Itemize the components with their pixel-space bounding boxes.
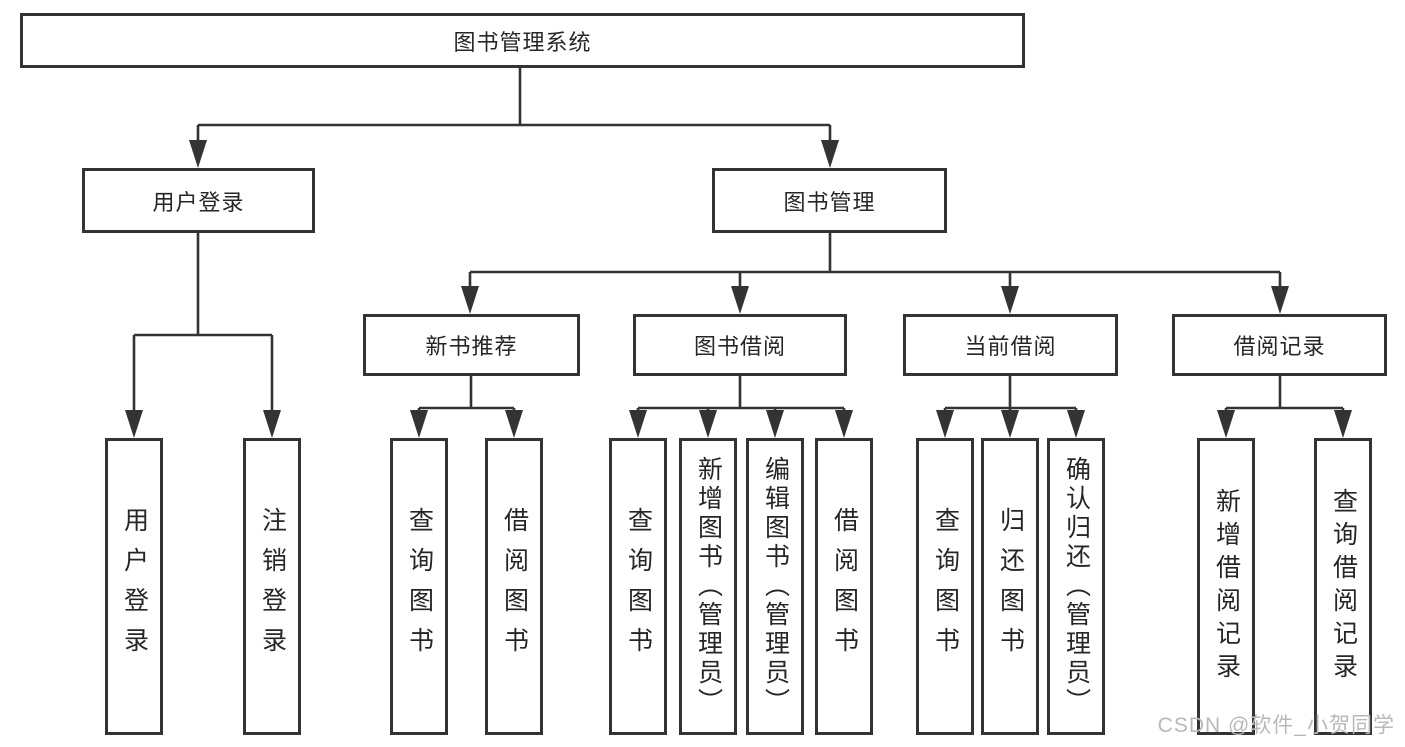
- leaf-label: 编辑图书（管理员）: [761, 456, 790, 717]
- arrowhead: [125, 410, 143, 438]
- connector-records-to-leaves: [1224, 376, 1345, 416]
- arrowhead: [821, 140, 839, 168]
- node-user-login: 用户登录: [82, 168, 315, 233]
- leaf-label: 新增图书（管理员）: [694, 456, 723, 717]
- leaf-label: 查询图书: [624, 506, 653, 667]
- leaf-query-books-current: 查询图书: [916, 438, 974, 735]
- node-root-system: 图书管理系统: [20, 13, 1025, 68]
- arrowhead: [263, 410, 281, 438]
- arrowhead: [1001, 410, 1019, 438]
- node-label: 图书借阅: [693, 334, 786, 359]
- node-label: 图书管理: [783, 189, 876, 215]
- node-label: 图书管理系统: [453, 29, 592, 55]
- connector-bookborrow-to-leaves: [636, 376, 846, 416]
- arrowhead: [699, 410, 717, 438]
- node-book-management: 图书管理: [712, 168, 947, 233]
- arrowhead: [1217, 410, 1235, 438]
- leaf-borrow-books-recommend: 借阅图书: [485, 438, 543, 735]
- arrowhead: [189, 140, 207, 168]
- arrowhead: [766, 410, 784, 438]
- arrowhead: [1001, 286, 1019, 314]
- leaf-query-books-borrow: 查询图书: [609, 438, 667, 735]
- connector-newbooks-to-leaves: [417, 376, 516, 416]
- arrowhead: [1334, 410, 1352, 438]
- leaf-borrow-books: 借阅图书: [815, 438, 873, 735]
- connector-root-to-level2: [196, 68, 832, 146]
- arrowhead: [1067, 410, 1085, 438]
- node-new-book-recommend: 新书推荐: [363, 314, 580, 376]
- connector-bookmgmt-to-level3: [468, 233, 1282, 292]
- leaf-label: 借阅图书: [830, 506, 859, 667]
- arrowhead: [835, 410, 853, 438]
- arrowhead: [1271, 286, 1289, 314]
- node-label: 新书推荐: [425, 334, 518, 359]
- arrowhead: [461, 286, 479, 314]
- node-borrow-records: 借阅记录: [1172, 314, 1387, 376]
- leaf-label: 注销登录: [258, 506, 287, 667]
- leaf-user-login: 用户登录: [105, 438, 163, 735]
- node-current-borrow: 当前借阅: [903, 314, 1118, 376]
- leaf-label: 新增借阅记录: [1212, 487, 1241, 686]
- leaf-label: 用户登录: [120, 506, 149, 667]
- leaf-label: 查询图书: [931, 506, 960, 667]
- leaf-query-books-recommend: 查询图书: [390, 438, 448, 735]
- arrowhead: [410, 410, 428, 438]
- node-label: 借阅记录: [1233, 334, 1326, 359]
- leaf-label: 查询图书: [405, 506, 434, 667]
- leaf-label: 确认归还（管理员）: [1062, 456, 1091, 717]
- node-label: 用户登录: [152, 189, 245, 215]
- leaf-edit-books-admin: 编辑图书（管理员）: [746, 438, 804, 735]
- leaf-query-borrow-record: 查询借阅记录: [1314, 438, 1372, 735]
- connector-userlogin-to-leaves: [132, 233, 274, 416]
- arrowhead: [629, 410, 647, 438]
- leaf-add-books-admin: 新增图书（管理员）: [679, 438, 737, 735]
- leaf-label: 借阅图书: [500, 506, 529, 667]
- arrowhead: [731, 286, 749, 314]
- leaf-label: 归还图书: [996, 506, 1025, 667]
- arrowhead: [936, 410, 954, 438]
- node-book-borrow: 图书借阅: [633, 314, 847, 376]
- arrowhead: [505, 410, 523, 438]
- csdn-watermark: CSDN @软件_小贺同学: [1157, 714, 1395, 737]
- node-label: 当前借阅: [964, 334, 1057, 359]
- leaf-logout: 注销登录: [243, 438, 301, 735]
- leaf-return-books: 归还图书: [981, 438, 1039, 735]
- leaf-label: 查询借阅记录: [1329, 487, 1358, 686]
- leaf-confirm-return-admin: 确认归还（管理员）: [1047, 438, 1105, 735]
- leaf-add-borrow-record: 新增借阅记录: [1197, 438, 1255, 735]
